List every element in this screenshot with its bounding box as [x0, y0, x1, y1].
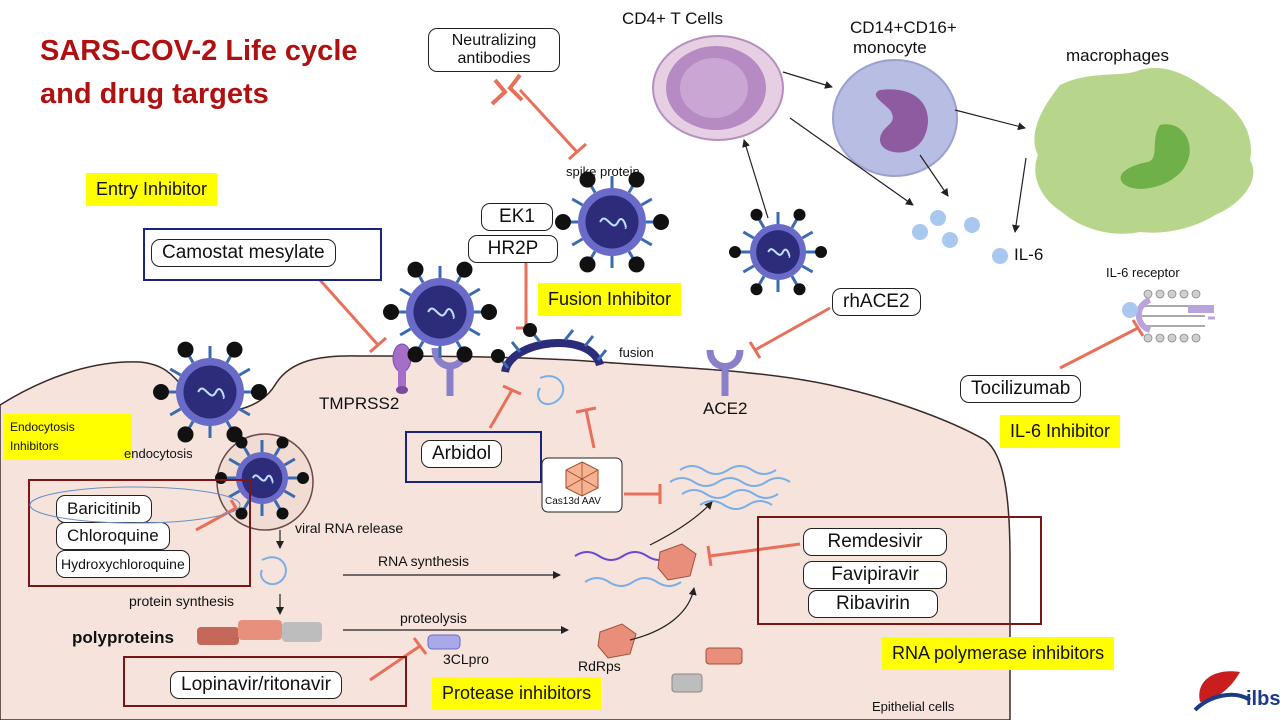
fusion-label: fusion: [619, 345, 654, 360]
arrow-monocyte-il6: [919, 154, 949, 197]
inhibition-lines: [195, 88, 1145, 682]
arrow-virus-cd4: [742, 139, 769, 219]
monocyte-label-line1: CD14+CD16+: [850, 18, 957, 37]
virus-endocytosis-outside: [153, 341, 267, 443]
endocytosis-label: endocytosis: [124, 446, 193, 461]
proteolysis-label: proteolysis: [400, 610, 467, 626]
virus-free: [729, 208, 827, 296]
polyproteins-label: polyproteins: [72, 628, 175, 647]
monocyte: [832, 59, 958, 177]
il6-receptor-label: IL-6 receptor: [1106, 265, 1180, 280]
viral-rna-release-label: viral RNA release: [295, 520, 404, 536]
rdrp-enzymes: [597, 543, 743, 693]
virus-spike: [555, 171, 669, 273]
endocytosis-drugs-box: [28, 479, 251, 587]
baricitinib-pill: Baricitinib: [56, 495, 152, 523]
ek1-pill: EK1: [481, 203, 553, 231]
tmprss2-receptor: [392, 343, 412, 394]
fusion-inhibitor-label: Fusion Inhibitor: [538, 283, 682, 316]
camostat-box: [143, 228, 382, 281]
arbidol-pill: Arbidol: [421, 440, 503, 468]
rhace2-pill: rhACE2: [832, 288, 921, 316]
arrow-monocyte-macrophage: [954, 109, 1026, 131]
viral-rna-strands: [574, 465, 791, 587]
protease-drugs-box: [123, 656, 407, 707]
3clpro-enzyme: [427, 634, 461, 650]
antibody-shape: [490, 73, 524, 106]
il6-label: IL-6: [1014, 245, 1044, 264]
polyprotein-chain: [197, 620, 322, 645]
cd4-label: CD4+ T Cells: [622, 9, 723, 28]
ace2-receptor-right: [706, 349, 744, 396]
slide-title-line1: SARS-COV-2 Life cycle: [40, 35, 358, 67]
il6-cytokines: [912, 210, 1008, 264]
protease-inhibitors-label: Protease inhibitors: [432, 677, 602, 710]
process-arrows: [276, 501, 713, 641]
cas13d-label: Cas13d AAV: [545, 496, 601, 507]
ace2-label: ACE2: [703, 399, 748, 418]
hr2p-pill: HR2P: [468, 235, 558, 263]
macrophages-label: macrophages: [1066, 46, 1170, 65]
protein-synthesis-label: protein synthesis: [129, 593, 235, 609]
ilbs-logo: [1193, 671, 1252, 712]
ilbs-logo-text: ilbs: [1246, 688, 1280, 710]
favipiravir-pill: Favipiravir: [803, 561, 947, 589]
camostat-pill: Camostat mesylate: [151, 239, 336, 267]
arrow-macrophage-il6: [1012, 157, 1027, 233]
il6-receptor: [1122, 289, 1214, 343]
released-rna: [260, 375, 565, 586]
slide-title-line2: and drug targets: [40, 78, 269, 110]
epithelial-cells-label: Epithelial cells: [872, 699, 955, 714]
rdrps-label: RdRps: [578, 658, 621, 674]
macrophage: [1034, 68, 1254, 234]
slide-title: SARS-COV-2 Life cycle and drug targets: [40, 30, 358, 116]
rna-polymerase-drugs-box: [757, 516, 1042, 625]
ribavirin-pill: Ribavirin: [808, 590, 938, 618]
fusion-spikes: [491, 323, 608, 369]
neutralizing-antibodies-pill: Neutralizing antibodies: [428, 28, 560, 72]
monocyte-label-line2: monocyte: [853, 38, 927, 57]
tocilizumab-pill: Tocilizumab: [960, 375, 1082, 403]
chloroquine-pill: Chloroquine: [56, 522, 170, 550]
cd4-t-cell: [652, 35, 784, 141]
endocytosis-inhibitors-label: Endocytosis Inhibitors: [4, 414, 132, 460]
fusion-membrane: [501, 339, 604, 374]
3clpro-label: 3CLpro: [443, 651, 489, 667]
spike-protein-label: spike protein: [566, 164, 640, 179]
rna-synthesis-label: RNA synthesis: [378, 553, 470, 569]
remdesivir-pill: Remdesivir: [803, 528, 947, 556]
arrow-cd4-il6: [789, 117, 914, 206]
virus-entry: [383, 261, 497, 363]
rna-polymerase-inhibitors-label: RNA polymerase inhibitors: [882, 637, 1115, 670]
hydroxychloroquine-pill: Hydroxychloroquine: [56, 550, 190, 578]
baricitinib-oval: [29, 486, 241, 524]
lopinavir-pill: Lopinavir/ritonavir: [170, 671, 342, 699]
arrow-cd4-monocyte: [782, 71, 833, 89]
arbidol-box: [405, 431, 542, 483]
entry-inhibitor-label: Entry Inhibitor: [86, 173, 218, 206]
il6-inhibitor-label: IL-6 Inhibitor: [1000, 415, 1121, 448]
tmprss2-label: TMPRSS2: [319, 394, 400, 413]
cas13d-aav: [541, 457, 623, 513]
